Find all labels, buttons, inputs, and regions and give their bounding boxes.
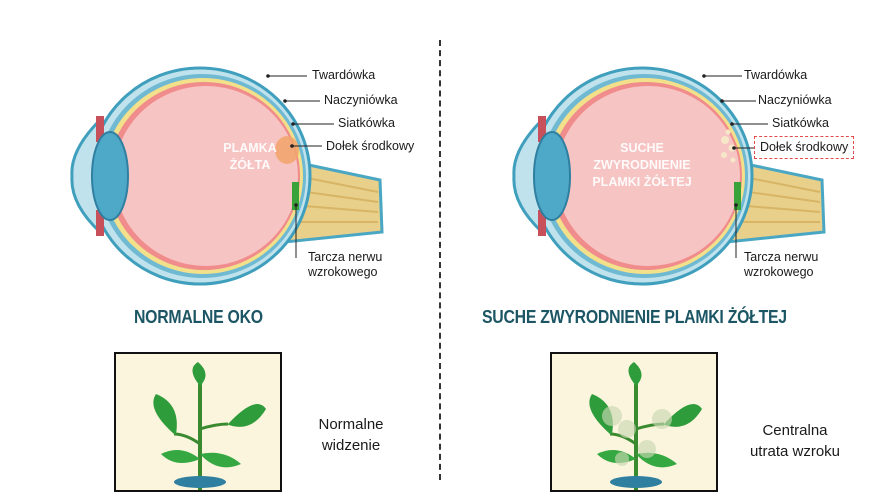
label-fovea: Dołek środkowy	[754, 136, 855, 159]
label-optic-disc: Tarcza nerwu wzrokowego	[744, 250, 818, 280]
panel-heading: NORMALNE OKO	[134, 307, 263, 327]
leaf	[628, 362, 642, 386]
macula-inner-label-line: PLAMKA	[223, 141, 277, 155]
amd-inner-label: SUCHE ZWYRODNIENIE PLAMKI ŻÓŁTEJ	[582, 140, 702, 191]
macula-inner-label: PLAMKA ŻÓŁTA	[200, 140, 300, 174]
leaf	[153, 394, 177, 434]
dry-amd-eye-diagram	[512, 66, 826, 286]
leaf	[161, 450, 200, 463]
plant-illustration-blurred	[589, 362, 702, 490]
macula-inner-label-line: ŻÓŁTA	[229, 158, 271, 172]
label-optic-disc-line: wzrokowego	[308, 265, 378, 279]
flower-pot	[610, 476, 662, 488]
lens	[533, 131, 571, 221]
macula	[275, 136, 299, 164]
leaf	[662, 404, 702, 427]
label-optic-disc-line: Tarcza nerwu	[308, 250, 383, 264]
panel-heading: SUCHE ZWYRODNIENIE PLAMKI ŻÓŁTEJ	[482, 307, 787, 327]
vision-loss-blotches	[602, 406, 672, 466]
amd-inner-label-line: ZWYRODNIENIE	[593, 158, 691, 172]
iris	[96, 116, 104, 142]
label-retina: Siatkówka	[338, 116, 395, 130]
iris	[538, 116, 546, 142]
cornea	[70, 118, 102, 234]
label-retina: Siatkówka	[772, 116, 829, 130]
label-sclera: Twardówka	[312, 68, 376, 82]
optic-disc	[734, 182, 741, 210]
vision-caption: Normalne widzenie	[286, 414, 416, 456]
label-choroid: Naczyniówka	[758, 93, 832, 107]
label-optic-disc-line: wzrokowego	[744, 265, 814, 279]
normal-eye-panel: PLAMKA ŻÓŁTA Twardówka Naczyniówka Siatk…	[0, 0, 438, 492]
vision-frame	[550, 352, 718, 492]
lens	[91, 131, 129, 221]
cornea	[512, 118, 544, 234]
leaf	[226, 404, 266, 427]
vision-caption: Centralna utrata wzroku	[730, 420, 860, 462]
vision-caption-line: Centralna	[762, 422, 828, 439]
leaf	[200, 452, 241, 468]
normal-eye-diagram	[70, 66, 384, 286]
label-fovea: Dołek środkowy	[326, 139, 415, 153]
plant-illustration	[153, 362, 266, 490]
panel-divider	[439, 40, 441, 480]
leaf	[192, 362, 206, 386]
label-optic-disc: Tarcza nerwu wzrokowego	[308, 250, 382, 280]
label-optic-disc-line: Tarcza nerwu	[744, 250, 819, 264]
vision-caption-line: widzenie	[321, 437, 381, 454]
vitreous-body	[556, 86, 740, 266]
amd-inner-label-line: SUCHE	[620, 141, 664, 155]
dry-amd-panel: SUCHE ZWYRODNIENIE PLAMKI ŻÓŁTEJ Twardów…	[442, 0, 880, 492]
optic-disc	[292, 182, 299, 210]
vision-caption-line: Normalne	[318, 416, 384, 433]
flower-pot	[174, 476, 226, 488]
vision-frame	[114, 352, 282, 492]
amd-inner-label-line: PLAMKI ŻÓŁTEJ	[592, 175, 692, 189]
label-sclera: Twardówka	[744, 68, 808, 82]
vision-caption-line: utrata wzroku	[749, 443, 841, 460]
vitreous-body	[114, 86, 298, 266]
label-choroid: Naczyniówka	[324, 93, 398, 107]
drusen-spots	[721, 129, 736, 163]
